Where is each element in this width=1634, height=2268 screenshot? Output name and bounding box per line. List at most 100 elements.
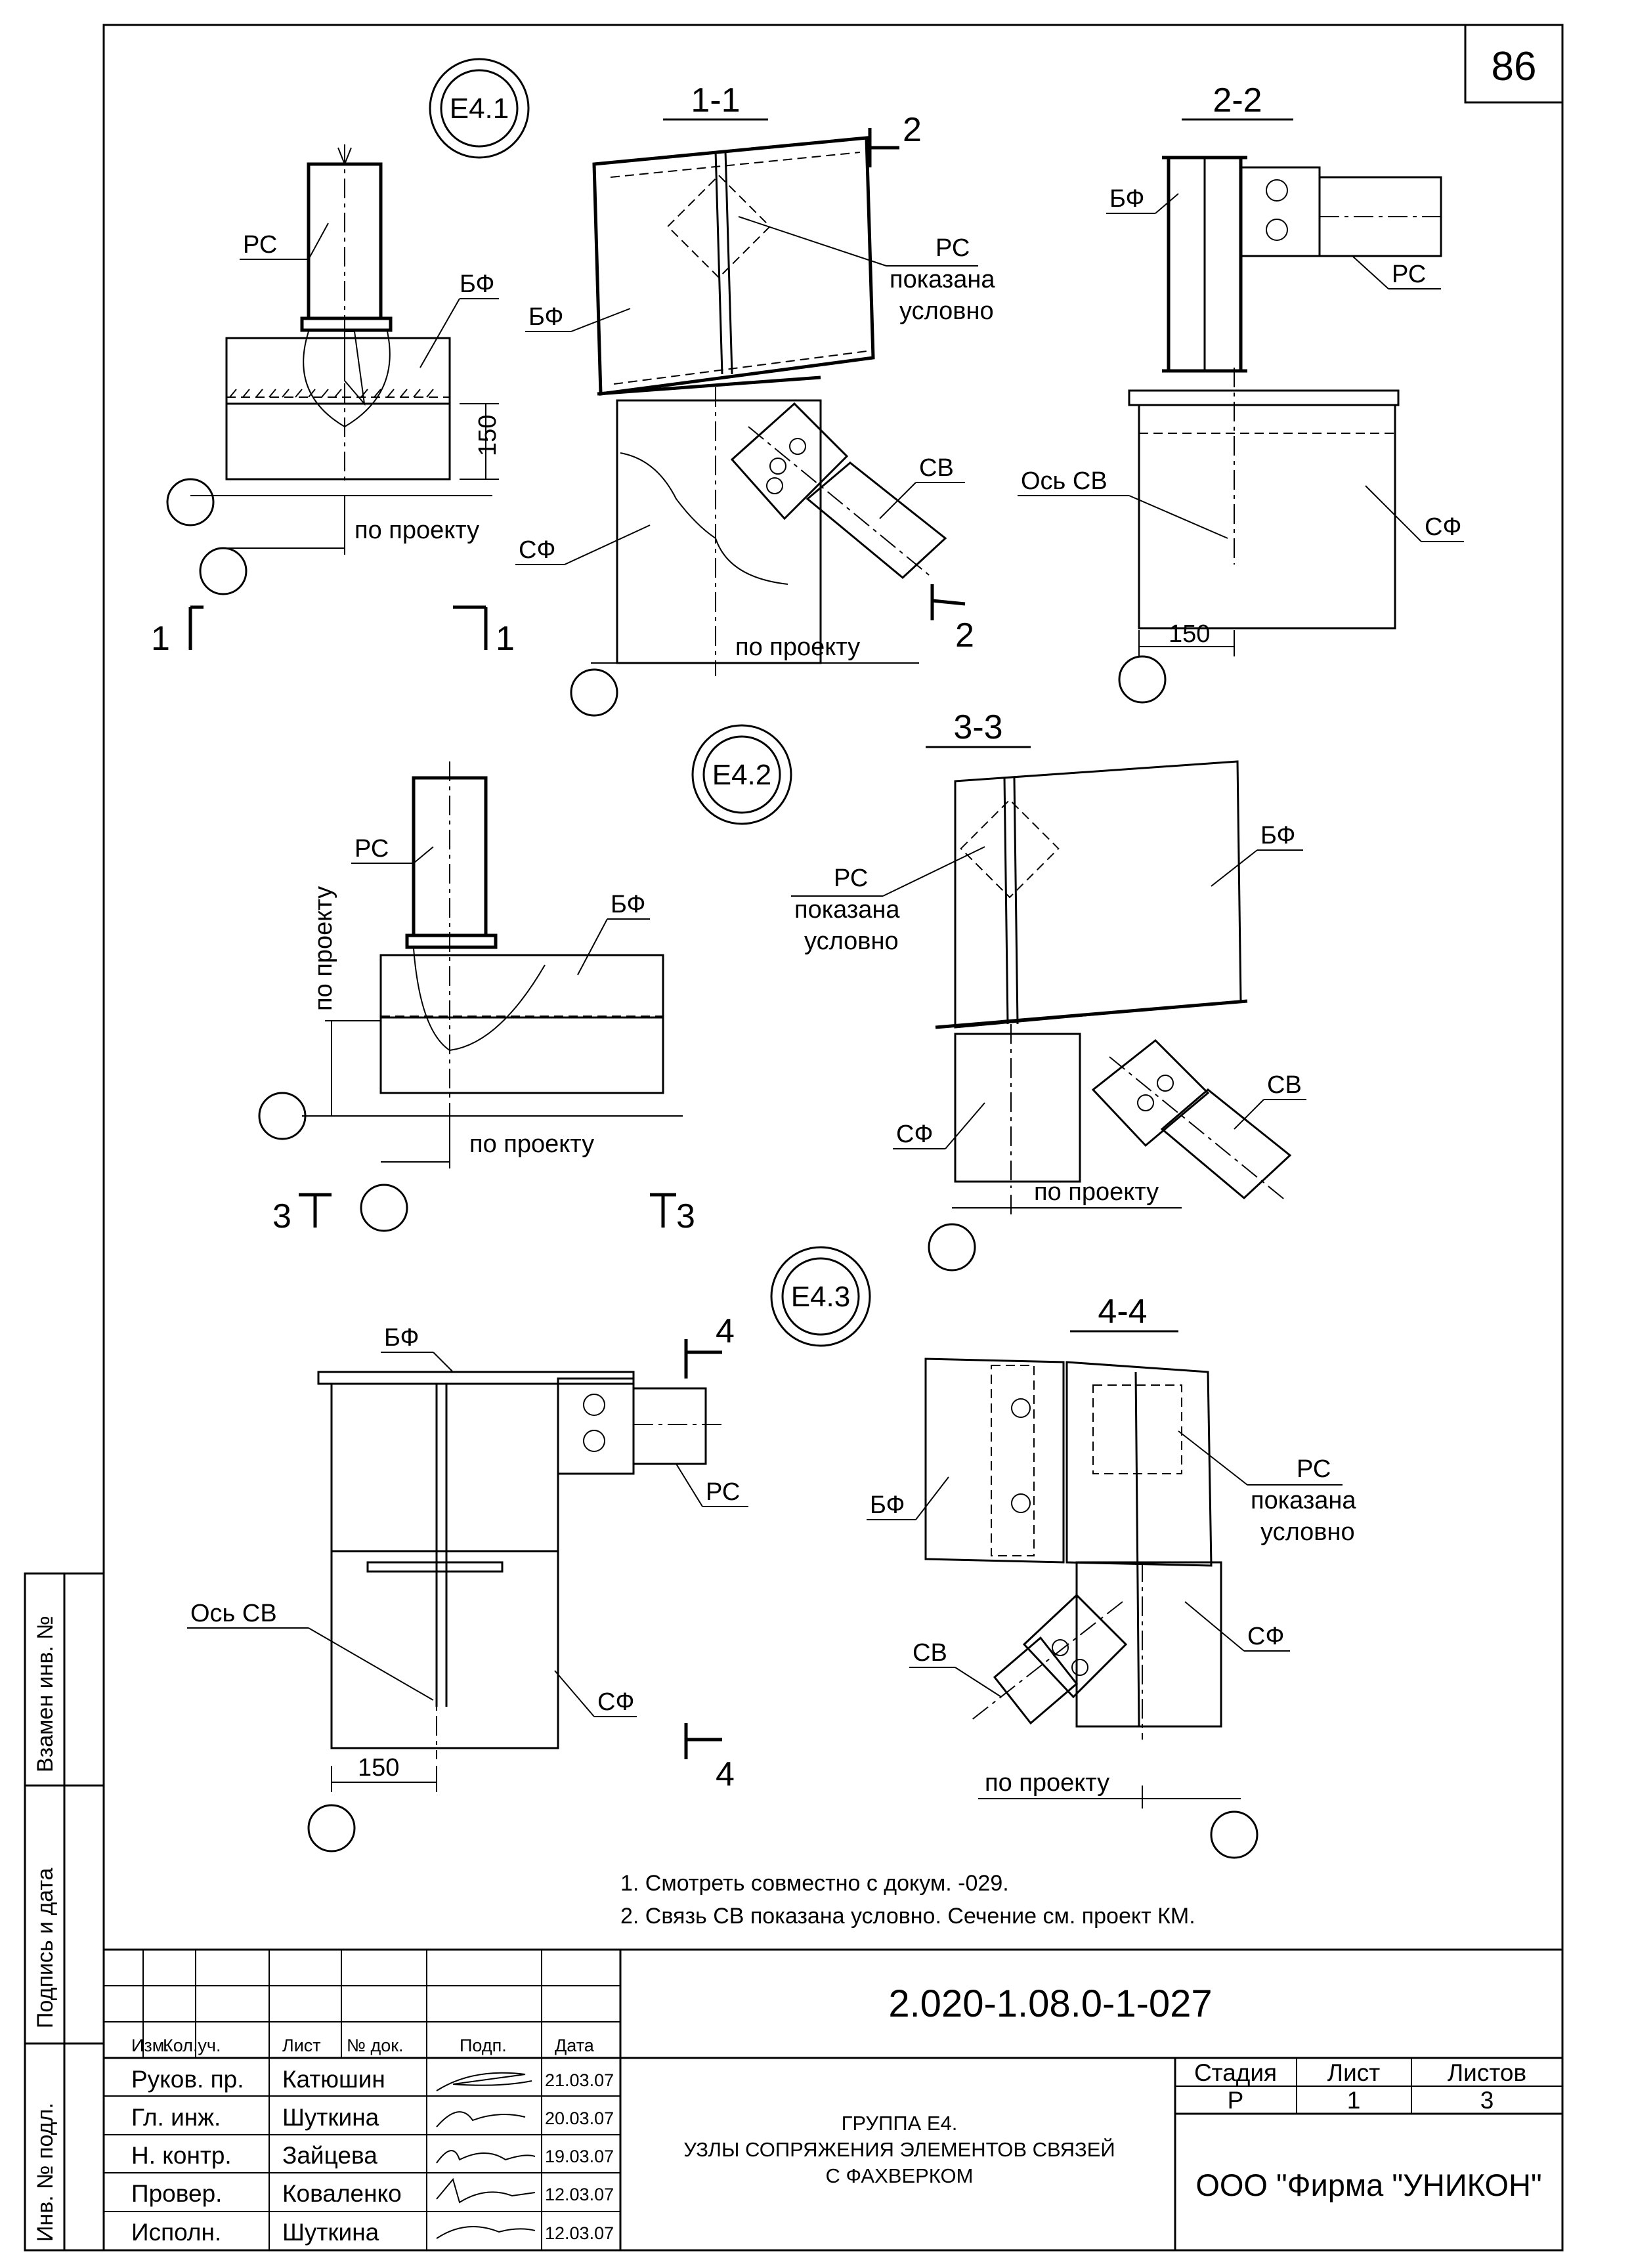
s11-label-rs: РС	[935, 234, 970, 262]
tb-name: Шуткина	[282, 2219, 379, 2246]
s11-label-bf: БФ	[528, 303, 563, 331]
s11-mark-2-top: 2	[903, 111, 922, 149]
tb-row-5: Исполн. Шуткина 12.03.07	[131, 2219, 614, 2246]
section-2-2: 2-2 БФ РС Ось СВ СФ 150	[1018, 81, 1464, 704]
s44-label-rs: РС	[1297, 1455, 1331, 1483]
tb-header-kol-uch: Кол.уч.	[163, 2036, 221, 2055]
tb-header-list: Лист	[282, 2036, 321, 2055]
tb-sheets: 3	[1480, 2087, 1494, 2114]
tb-role: Н. контр.	[131, 2142, 232, 2169]
s11-label-sf: СФ	[519, 536, 555, 564]
e43-mark-4-bottom: 4	[716, 1755, 735, 1793]
tb-date: 19.03.07	[545, 2147, 614, 2166]
tb-sheet-header: Лист	[1327, 2059, 1380, 2086]
node-e4-1-label: Е4.1	[450, 93, 509, 125]
s44-rs-note-2: условно	[1260, 1518, 1355, 1546]
tb-name: Коваленко	[282, 2180, 402, 2207]
e41-hatch	[229, 389, 434, 398]
s11-rs-note-2: условно	[899, 297, 994, 325]
s22-dim-150: 150	[1169, 620, 1210, 648]
e43-label-rs: РС	[706, 1478, 740, 1506]
s33-po-proektu: по проекту	[1034, 1178, 1159, 1206]
section-3-3: 3-3 БФ РС показана условно СВ СФ	[791, 708, 1306, 1272]
section-1-1: 1-1 БФ РС показана условно СВ СФ	[515, 81, 995, 717]
s33-label-sf: СФ	[896, 1121, 933, 1148]
s33-label-sv: СВ	[1267, 1071, 1302, 1099]
tb-header-podp: Подп.	[460, 2036, 507, 2055]
tb-row-3: Н. контр. Зайцева 19.03.07	[131, 2142, 614, 2169]
s44-rs-note-1: показана	[1251, 1487, 1356, 1514]
node-e4-3: Е4.3 БФ РС Ось СВ СФ 150	[187, 1246, 871, 1852]
section-1-1-title: 1-1	[691, 81, 740, 119]
s22-label-os-sv: Ось СВ	[1021, 467, 1107, 495]
s11-rs-note-1: показана	[890, 266, 995, 293]
tb-title-line-1: ГРУППА Е4.	[842, 2112, 958, 2135]
tb-header-no-dok: № док.	[347, 2036, 404, 2055]
side-podpis-data: Подпись и дата	[33, 1868, 58, 2028]
tb-row-1: Руков. пр. Катюшин 21.03.07	[131, 2066, 614, 2093]
s11-po-proektu: по проекту	[735, 633, 860, 661]
signature-mark	[436, 2111, 526, 2128]
s11-label-sv: СВ	[919, 454, 954, 482]
side-inv-podl: Инв. № подл.	[33, 2103, 58, 2242]
note-2: 2. Связь СВ показана условно. Сечение см…	[620, 1904, 1195, 1929]
tb-row-4: Провер. Коваленко 12.03.07	[131, 2177, 614, 2207]
s22-label-rs: РС	[1392, 261, 1426, 288]
e42-label-rs: РС	[355, 835, 389, 863]
tb-name: Зайцева	[282, 2142, 377, 2169]
tb-row-2: Гл. инж. Шуткина 20.03.07	[131, 2104, 614, 2131]
signature-mark	[436, 2072, 532, 2091]
e43-dim-150: 150	[358, 1754, 399, 1782]
tb-role: Руков. пр.	[131, 2066, 244, 2093]
tb-sheet: 1	[1347, 2087, 1361, 2114]
section-3-3-title: 3-3	[953, 708, 1002, 746]
s33-rs-note-1: показана	[794, 896, 900, 924]
s22-label-bf: БФ	[1109, 185, 1144, 213]
e41-label-bf: БФ	[460, 270, 494, 298]
e41-label-rs: РС	[243, 231, 277, 259]
tb-sheets-header: Листов	[1448, 2059, 1526, 2086]
tb-title-line-3: С ФАХВЕРКОМ	[826, 2164, 974, 2187]
tb-name: Шуткина	[282, 2104, 379, 2131]
s22-label-sf: СФ	[1425, 513, 1461, 541]
e41-po-proektu: по проекту	[355, 517, 479, 544]
e42-po-proektu-vert: по проекту	[310, 886, 337, 1011]
signature-mark	[436, 2150, 536, 2164]
note-1: 1. Смотреть совместно с докум. -029.	[620, 1871, 1009, 1896]
e41-mark-1-left: 1	[151, 620, 170, 658]
node-e4-1: Е4.1 150 по проекту РС БФ	[151, 58, 530, 658]
e42-mark-3-right: 3	[676, 1197, 695, 1235]
e43-mark-4-top: 4	[716, 1312, 735, 1350]
tb-code: 2.020-1.08.0-1-027	[888, 1982, 1212, 2025]
node-e4-3-label: Е4.3	[791, 1281, 851, 1313]
tb-stage-header: Стадия	[1194, 2059, 1277, 2086]
e43-label-bf: БФ	[384, 1324, 419, 1352]
e43-label-os-sv: Ось СВ	[190, 1600, 277, 1627]
tb-stage: Р	[1228, 2087, 1244, 2114]
tb-header-data: Дата	[555, 2036, 595, 2055]
node-e4-2: Е4.2 по проекту по проекту РС БФ 3 3	[258, 724, 792, 1235]
page-number: 86	[1492, 44, 1537, 89]
tb-role: Исполн.	[131, 2219, 221, 2246]
signature-mark	[436, 2226, 536, 2239]
signature-mark	[436, 2177, 536, 2204]
section-4-4-title: 4-4	[1098, 1293, 1147, 1331]
title-block: Изм. Кол.уч. Лист № док. Подп. Дата Руко…	[104, 1948, 1562, 2250]
tb-title-line-2: УЗЛЫ СОПРЯЖЕНИЯ ЭЛЕМЕНТОВ СВЯЗЕЙ	[683, 2137, 1115, 2161]
side-stamp: Взамен инв. № Подпись и дата Инв. № подл…	[24, 1572, 105, 2252]
tb-name: Катюшин	[282, 2066, 385, 2093]
s33-label-rs: РС	[834, 865, 868, 892]
s33-label-bf: БФ	[1260, 822, 1295, 849]
s33-rs-note-2: условно	[804, 928, 899, 955]
notes: 1. Смотреть совместно с докум. -029. 2. …	[620, 1871, 1195, 1929]
tb-firm: ООО "Фирма "УНИКОН"	[1195, 2168, 1541, 2202]
tb-role: Провер.	[131, 2180, 222, 2207]
s11-mark-2-bottom: 2	[955, 616, 974, 654]
s44-po-proektu: по проекту	[985, 1769, 1109, 1797]
tb-role: Гл. инж.	[131, 2104, 221, 2131]
section-4-4: 4-4 РС показана условно БФ СВ СФ	[867, 1293, 1356, 1859]
tb-header-izm: Изм.	[131, 2036, 169, 2055]
tb-date: 12.03.07	[545, 2185, 614, 2204]
tb-date: 20.03.07	[545, 2108, 614, 2128]
s44-label-sv: СВ	[913, 1639, 947, 1667]
